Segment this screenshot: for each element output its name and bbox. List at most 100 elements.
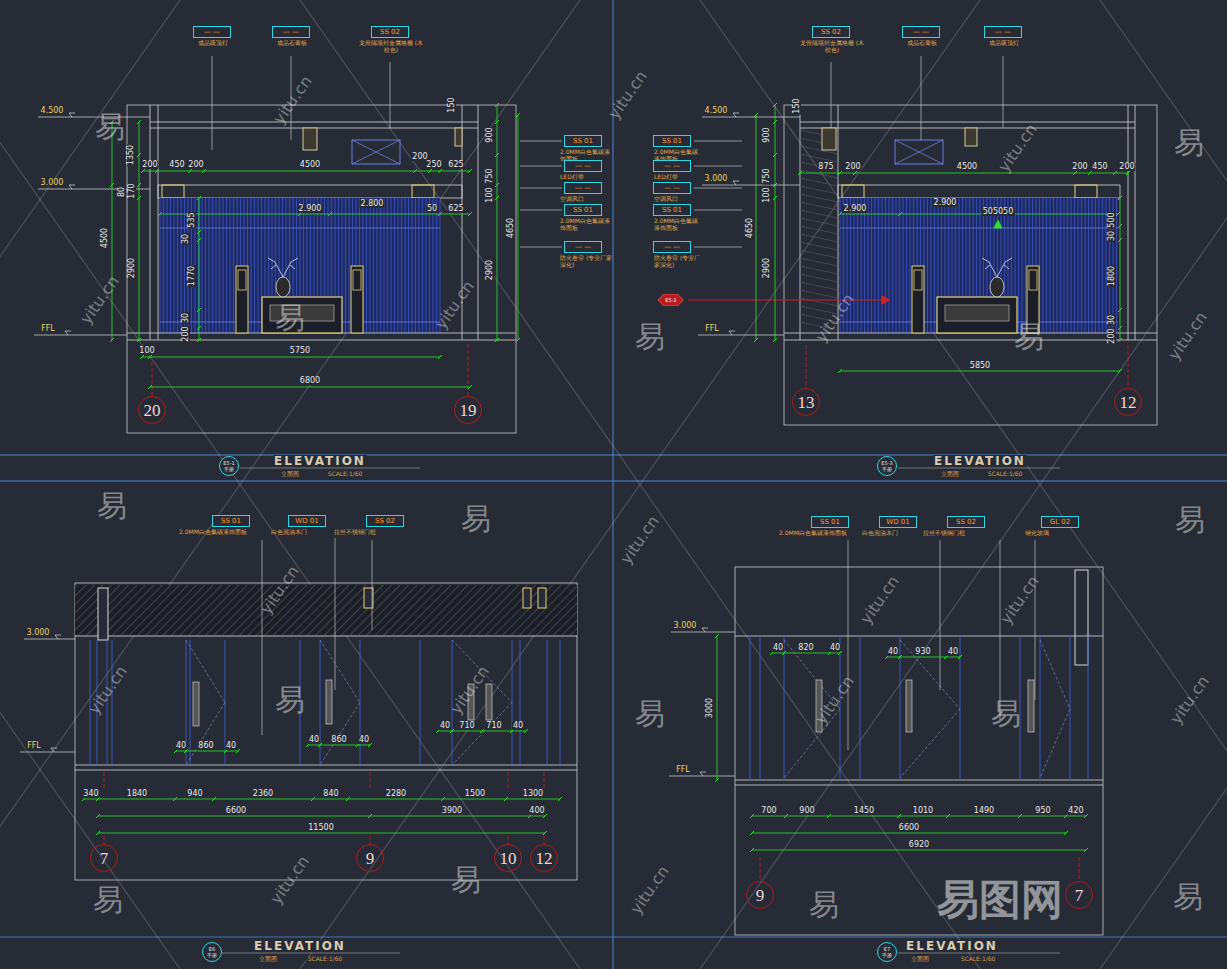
- watermark: 易: [808, 890, 840, 920]
- drawing-title: ELEVATION: [273, 455, 367, 467]
- drawing-line: [861, 198, 862, 333]
- elevation-badge: E7手册: [877, 942, 897, 962]
- drawing-line: [906, 198, 907, 333]
- axis-number: 7: [100, 850, 109, 867]
- drawing-line: [1000, 540, 1001, 720]
- drawing-line: [197, 196, 201, 200]
- drawing-line: [438, 355, 442, 359]
- tag-description: 龙骨隔墙封金属格栅 (木纹色): [797, 39, 867, 53]
- drawing-line: [800, 218, 838, 226]
- drawing-line: [1100, 0, 1227, 969]
- grid-axis-bubble: 19: [454, 396, 482, 424]
- drawing-line: [96, 831, 100, 835]
- drawing-line: [197, 230, 201, 234]
- drawing-line: [694, 141, 742, 142]
- dimension: 1300: [522, 790, 544, 798]
- drawing-line: [468, 169, 472, 173]
- watermark: yitu.cn: [605, 67, 650, 122]
- dimension: 40: [829, 644, 841, 652]
- tag-code: — —: [276, 28, 306, 36]
- material-tag: — —LED灯带: [564, 160, 602, 172]
- drawing-line: [495, 196, 499, 200]
- dimension: 1490: [973, 807, 995, 815]
- drawing-line: [871, 198, 872, 333]
- drawing-line: [827, 814, 831, 818]
- dimension: 40: [439, 722, 451, 730]
- drawing-line: [798, 171, 802, 175]
- dimension: 875: [817, 163, 834, 171]
- material-tag: — —空调风口: [564, 182, 602, 194]
- drawing-line: [800, 258, 838, 266]
- drawing-line: [800, 178, 838, 186]
- drawing-line: [864, 198, 865, 333]
- drawing-line: [547, 640, 548, 765]
- dimension: 200: [411, 153, 428, 161]
- drawing-line: [152, 362, 153, 396]
- tag-code: — —: [568, 243, 598, 251]
- grid-axis-bubble: 12: [530, 844, 558, 872]
- drawing-line: [0, 455, 1227, 456]
- drawing-subtitle: SCALE:1/60: [327, 471, 364, 477]
- marker-text: E5-1: [665, 297, 676, 303]
- badge-text: 手册: [882, 952, 892, 958]
- level-mark: 4.500: [40, 107, 65, 115]
- drawing-line: [850, 198, 851, 333]
- dimension: 5750: [289, 347, 311, 355]
- badge-text: 手册: [224, 466, 234, 472]
- drawing-line: [878, 198, 879, 333]
- drawing-line: [875, 198, 876, 333]
- drawing-rect: [538, 588, 546, 608]
- tag-description: 空调风口: [654, 195, 702, 202]
- drawing-line: [800, 242, 838, 250]
- material-tag: WD 01白色混油木门: [879, 516, 917, 528]
- axis-number: 20: [144, 402, 161, 419]
- drawing-line: [840, 636, 841, 780]
- dimension: 2.900: [843, 205, 868, 213]
- drawing-line: [892, 198, 893, 333]
- level-mark: 3.000: [704, 175, 729, 183]
- drawing-line: [84, 799, 560, 800]
- drawing-line: [715, 634, 719, 638]
- drawing-line: [390, 62, 391, 128]
- watermark: 易: [94, 112, 126, 142]
- dimension: 200: [182, 325, 190, 342]
- drawing-rect: [486, 684, 492, 720]
- drawing-rect: [1028, 680, 1034, 732]
- tag-code: SS 01: [568, 206, 598, 214]
- drawing-line: [190, 640, 191, 765]
- drawing-rect: [353, 270, 361, 290]
- drawing-line: [671, 632, 735, 633]
- watermark: yitu.cn: [1167, 672, 1212, 727]
- drawing-rect: [364, 588, 373, 608]
- watermark: yitu.cn: [995, 120, 1040, 175]
- drawing-line: [104, 772, 105, 788]
- tag-description: 成品吸顶灯: [975, 39, 1033, 46]
- drawing-line: [1053, 198, 1054, 333]
- drawing-line: [508, 772, 509, 788]
- drawing-line: [840, 228, 1118, 229]
- grid-axis-bubble: 10: [494, 844, 522, 872]
- watermark: yitu.cn: [270, 72, 315, 127]
- drawing-line: [137, 338, 141, 342]
- drawing-line: [308, 745, 370, 746]
- drawing-line: [495, 183, 499, 187]
- drawing-line: [694, 210, 742, 211]
- drawing-line: [784, 709, 840, 778]
- tag-description: 钢化玻璃: [1025, 529, 1070, 536]
- dimension: 100: [486, 186, 494, 203]
- drawing-line: [1018, 198, 1019, 333]
- dimension: 6600: [898, 824, 920, 832]
- drawing-line: [1022, 198, 1023, 333]
- tag-code: — —: [906, 28, 936, 36]
- drawing-line: [222, 953, 400, 954]
- dimension: 500: [1108, 211, 1116, 228]
- drawing-line: [216, 198, 217, 333]
- drawing-line: [104, 836, 105, 844]
- drawing-line: [480, 729, 484, 733]
- drawing-shape: [700, 772, 706, 776]
- drawing-line: [148, 355, 152, 359]
- drawing-line: [735, 636, 1103, 637]
- material-tag: — —成品吸顶灯: [193, 26, 231, 38]
- drawing-line: [173, 797, 177, 801]
- drawing-line: [1040, 709, 1070, 778]
